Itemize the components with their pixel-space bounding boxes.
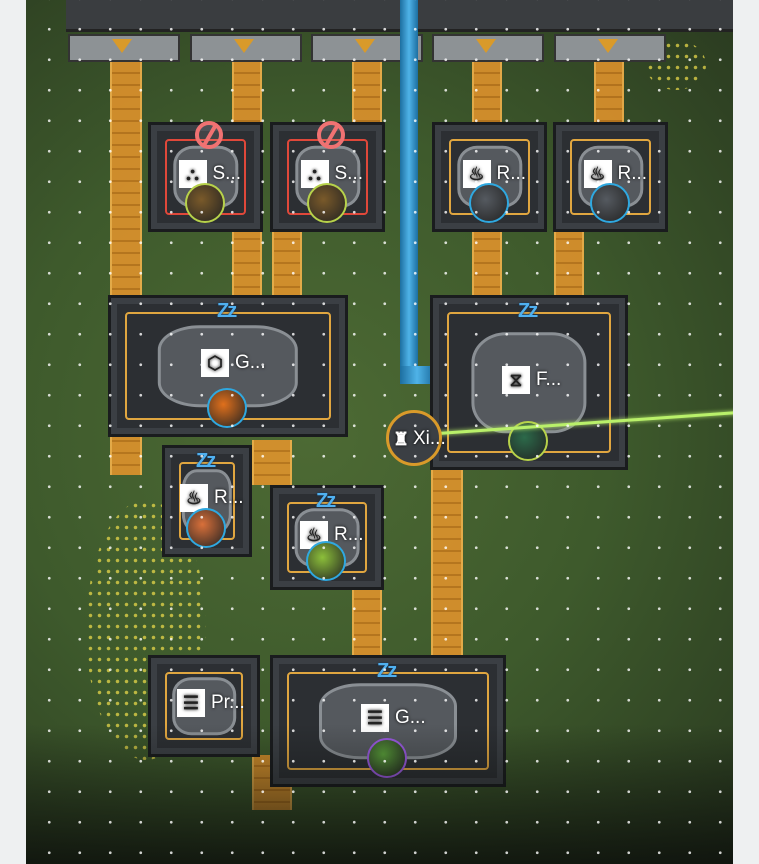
seed-picker-icon: ⛬: [300, 160, 329, 188]
ore-item-icon[interactable]: [184, 183, 225, 223]
conveyor-belt[interactable]: [352, 62, 382, 124]
top-wall: [66, 0, 733, 32]
conveyor-belt[interactable]: [352, 588, 382, 658]
conveyor-belt[interactable]: [472, 228, 502, 298]
refinery-icon: ♨: [180, 484, 208, 512]
machine-label: G...: [395, 707, 426, 728]
relay-tower-icon: ♜: [393, 429, 410, 449]
conveyor-belt[interactable]: [232, 228, 262, 298]
conveyor-belt[interactable]: [272, 228, 302, 298]
disabled-icon: [316, 121, 345, 149]
machine-r2[interactable]: ♨R...: [553, 122, 668, 232]
grinder-icon: ⬡: [201, 349, 229, 377]
water-pipe[interactable]: [400, 0, 418, 380]
brick-item-icon[interactable]: [186, 508, 226, 548]
disabled-icon: [194, 121, 223, 149]
sleep-icon: Zz: [316, 490, 336, 512]
machine-s2[interactable]: ⛬S...: [270, 121, 385, 232]
machine-r3[interactable]: ♨ R... Zz: [162, 445, 252, 557]
machine-label: R...: [496, 163, 527, 184]
conveyor-belt[interactable]: [110, 62, 142, 297]
refinery-icon: ♨: [583, 160, 612, 188]
filling-unit-icon: ⧖: [502, 365, 530, 394]
depot-port[interactable]: [432, 34, 544, 62]
green-plate-item-icon[interactable]: [306, 541, 346, 581]
machine-r1[interactable]: ♨R...: [432, 122, 547, 232]
machine-label: G...: [235, 352, 266, 373]
conveyor-belt[interactable]: [252, 440, 292, 485]
tower-label: Xi...: [413, 428, 446, 449]
sleep-icon: Zz: [217, 300, 237, 322]
depot-port[interactable]: [554, 34, 666, 62]
dark-ore-item-icon[interactable]: [468, 183, 509, 223]
amber-cube-item-icon[interactable]: [207, 388, 247, 428]
factory-grid[interactable]: ⛬S... ⛬S... ♨R... ♨R... ⬡G...Zz ⧖F...Zz …: [26, 0, 733, 864]
sleep-icon: Zz: [518, 300, 538, 322]
machine-label: S...: [334, 163, 364, 184]
machine-label: R...: [617, 163, 648, 184]
ore-item-icon[interactable]: [306, 183, 347, 223]
conveyor-belt[interactable]: [594, 62, 624, 124]
machine-label: Pr...: [211, 692, 245, 713]
machine-f1[interactable]: ⧖ F... Zz: [430, 295, 628, 470]
machine-r4[interactable]: ♨R...Zz: [270, 485, 384, 590]
machine-label: F...: [536, 368, 562, 390]
machine-g1[interactable]: ⬡ G... Zz: [108, 295, 348, 437]
depot-port[interactable]: [190, 34, 302, 62]
depot-port[interactable]: [68, 34, 180, 62]
relay-tower[interactable]: ♜ Xi...: [386, 410, 446, 466]
conveyor-belt[interactable]: [110, 430, 142, 475]
machine-label: R...: [214, 487, 244, 508]
protocol-box-icon: ☰: [177, 689, 205, 717]
sleep-icon: Zz: [196, 450, 216, 472]
conveyor-belt[interactable]: [472, 62, 502, 124]
dark-ore-item-icon[interactable]: [589, 183, 630, 223]
machine-s1[interactable]: ⛬S...: [148, 121, 263, 232]
sleep-icon: Zz: [377, 660, 397, 682]
water-pipe[interactable]: [400, 366, 434, 384]
conveyor-belt[interactable]: [554, 228, 584, 298]
machine-label: S...: [212, 163, 242, 184]
machine-label: R...: [334, 523, 364, 545]
conveyor-belt[interactable]: [431, 468, 463, 658]
conveyor-belt[interactable]: [232, 62, 262, 124]
vignette: [26, 724, 733, 864]
